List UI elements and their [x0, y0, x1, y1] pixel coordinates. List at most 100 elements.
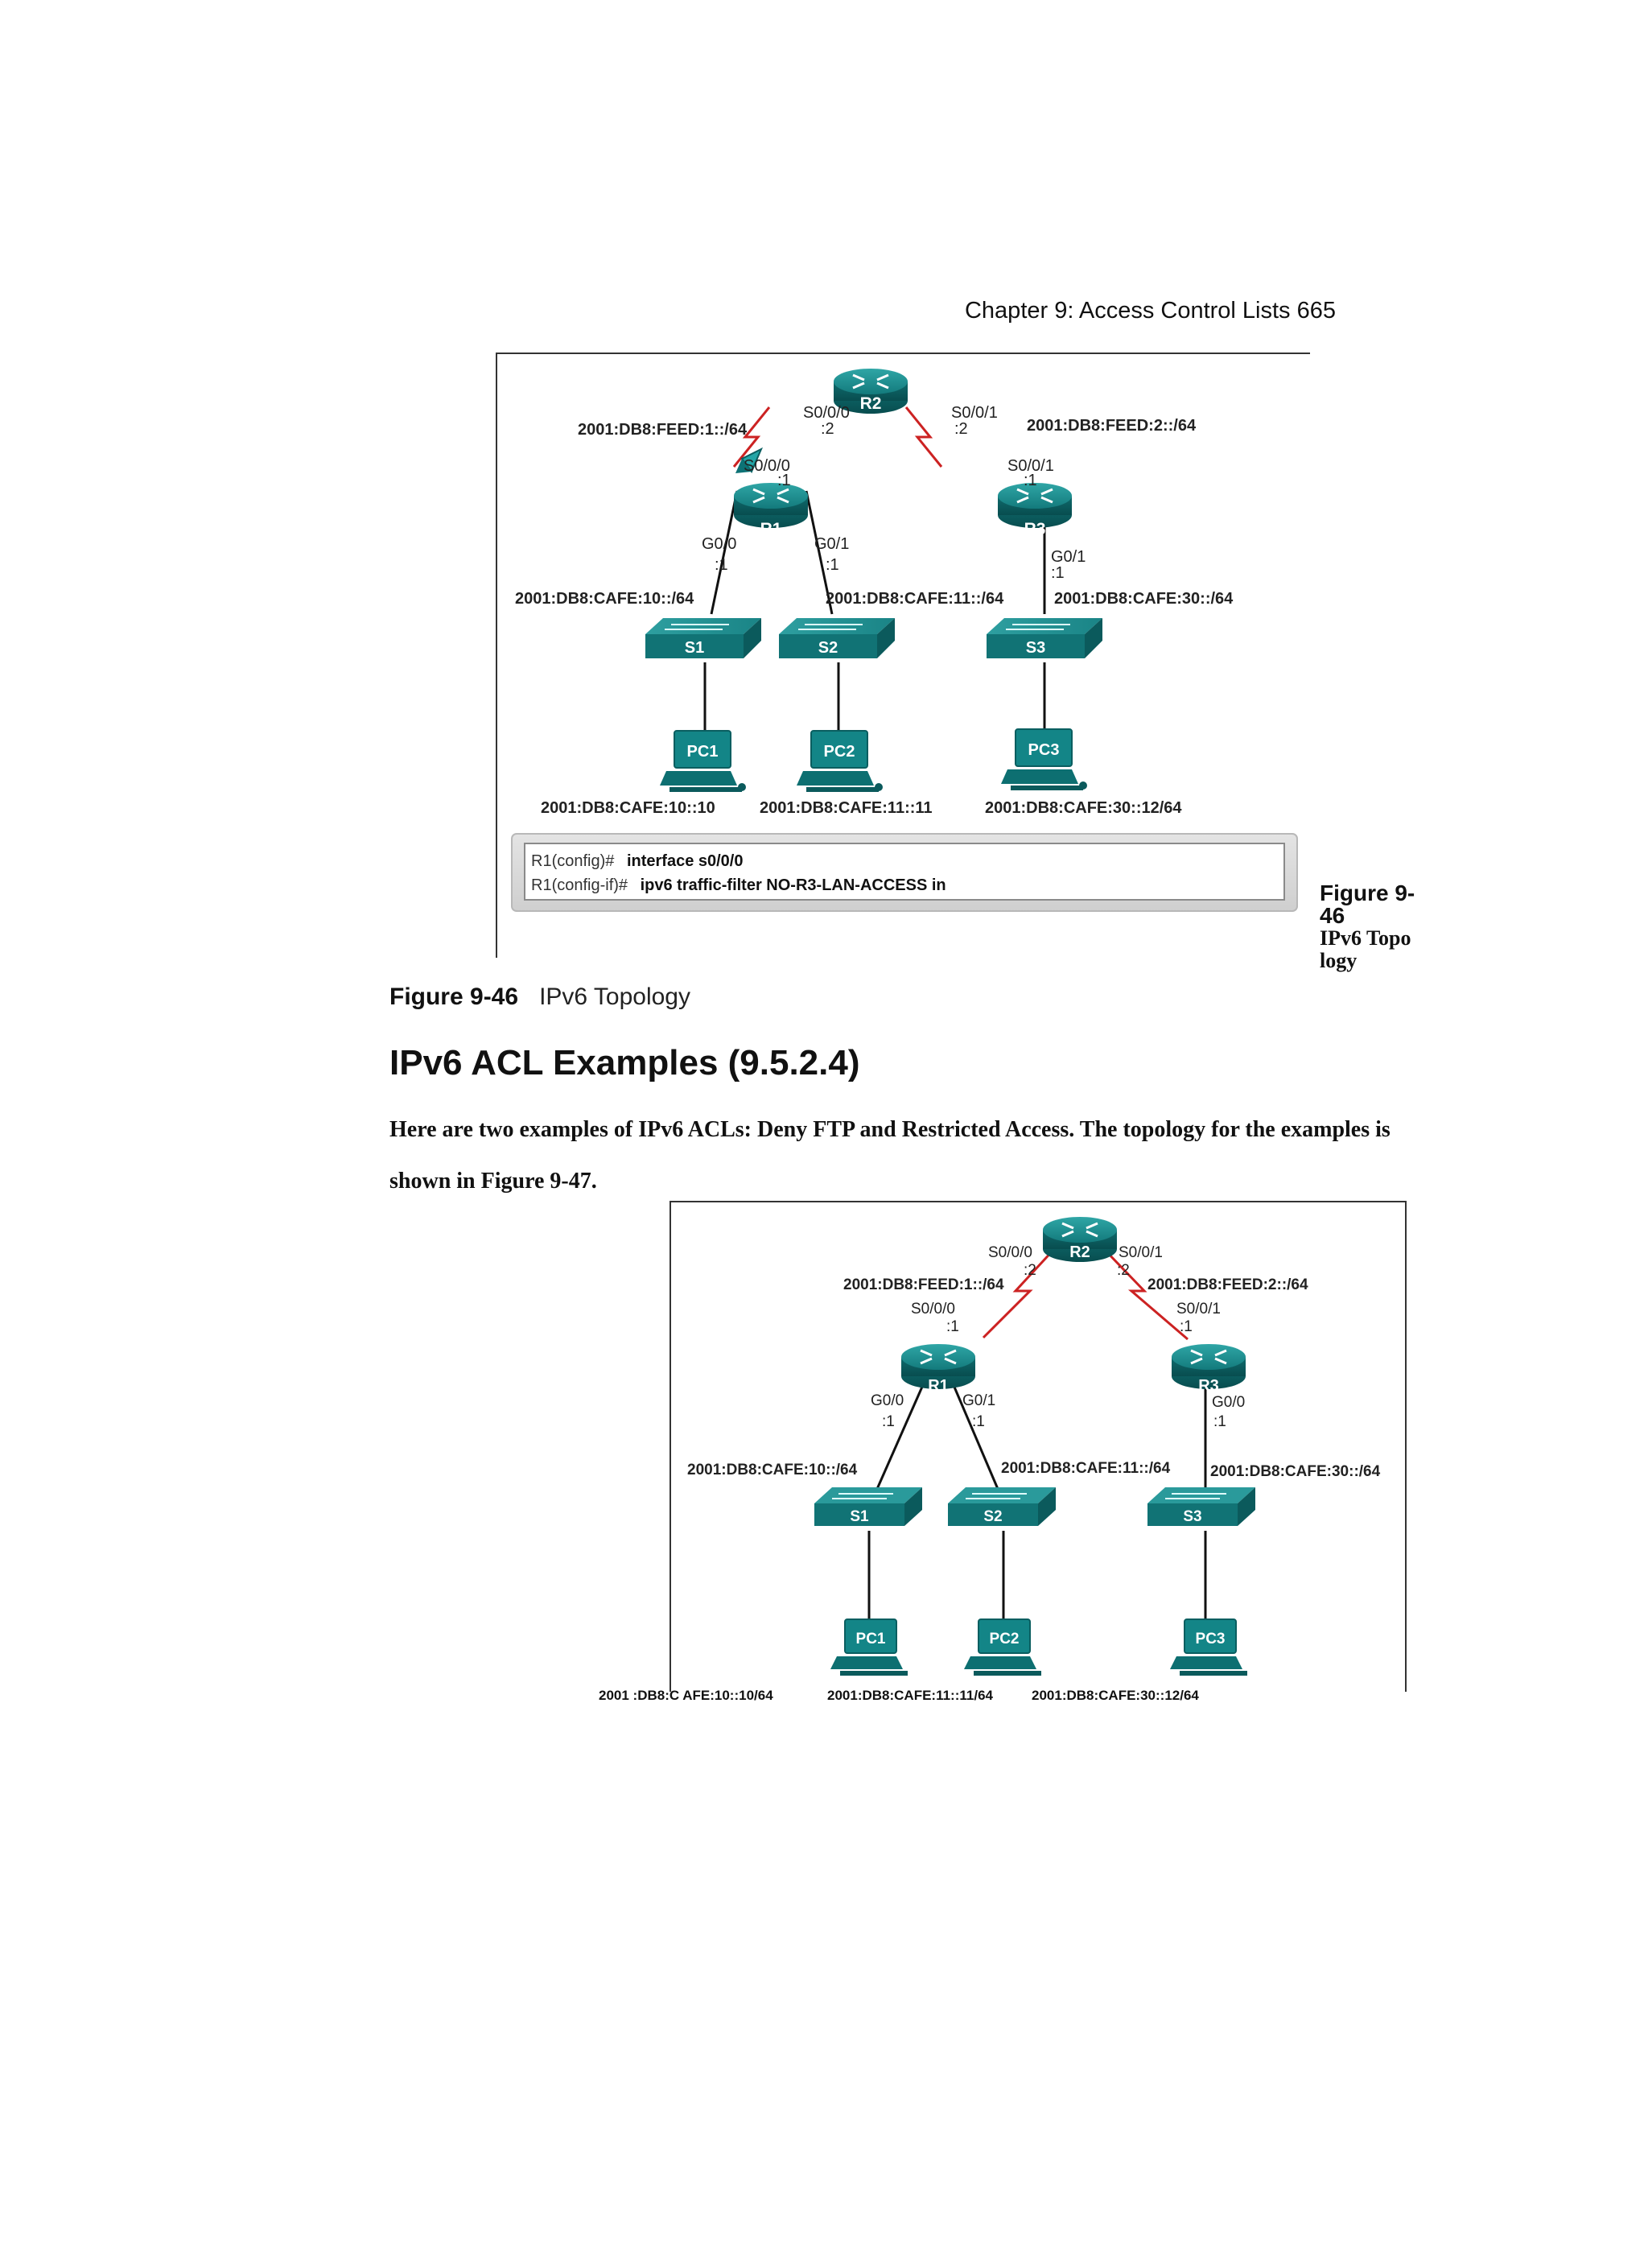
fig2-r2-label: R2	[1069, 1243, 1090, 1261]
figure-caption-number: Figure 9-46	[389, 983, 519, 1010]
fig2-pc3-label: PC3	[1196, 1631, 1226, 1647]
r3-label: R3	[1024, 520, 1046, 538]
switch-s1-icon	[645, 618, 761, 658]
link-r1-s1	[710, 490, 739, 615]
r1-g01-host: :1	[826, 556, 839, 574]
fig2-switch-s1-icon	[814, 1487, 922, 1526]
s1-label: S1	[685, 639, 704, 657]
fig2-r1-g00-label: G0/0	[871, 1392, 904, 1409]
pc2-label: PC2	[824, 743, 855, 761]
fig2-r1-g01-host: :1	[972, 1413, 985, 1430]
r3-s001-label: S0/0/1	[1007, 457, 1054, 475]
fig2-router-r1-icon	[901, 1344, 975, 1389]
side-caption-label: Figure 9-46	[1320, 880, 1415, 928]
r1-g00-host: :1	[715, 556, 728, 574]
r3-s001-host: :1	[1024, 472, 1037, 489]
fig2-r3-label: R3	[1198, 1377, 1219, 1395]
fig2-feed2-label: 2001:DB8:FEED:2::/64	[1147, 1276, 1308, 1293]
fig2-r2-s001-label: S0/0/1	[1119, 1244, 1163, 1261]
fig2-s1-label: S1	[850, 1508, 869, 1525]
fig2-s2-label: S2	[983, 1508, 1002, 1525]
fig2-r1-s000-label: S0/0/0	[911, 1301, 955, 1318]
serial-link-r1-r2	[732, 406, 771, 468]
r1-g00-label: G0/0	[702, 535, 736, 553]
router-r2-icon	[834, 369, 908, 414]
fig2-lan11-label: 2001:DB8:CAFE:11::/64	[1001, 1460, 1171, 1477]
s2-label: S2	[818, 639, 838, 657]
feed1-label: 2001:DB8:FEED:1::/64	[578, 421, 748, 439]
r1-label: R1	[760, 520, 782, 538]
r2-label: R2	[860, 394, 882, 413]
cli-command-2: ipv6 traffic-filter NO-R3-LAN-ACCESS in	[641, 876, 946, 894]
fig2-r3-g00-label: G0/0	[1212, 1394, 1245, 1411]
svg-text:R1(config-if)# ipv6 traf: R1(config-if)# ipv6 traffic-filter NO-R3…	[531, 876, 946, 894]
fig2-pc2-icon	[964, 1619, 1041, 1676]
fig2-r1-s000-host: :1	[946, 1318, 959, 1335]
pc3-icon	[1001, 728, 1087, 790]
fig2-r1-label: R1	[928, 1377, 949, 1395]
cli-prompt-1: R1(config)#	[531, 852, 615, 870]
fig2-r3-s001-host: :1	[1180, 1318, 1193, 1335]
r1-g01-label: G0/1	[814, 535, 849, 553]
pc3-address: 2001:DB8:CAFE:30::12/64	[985, 799, 1182, 817]
fig2-r2-s001-host: :2	[1117, 1262, 1130, 1279]
cli-command-1: interface s0/0/0	[627, 852, 744, 870]
switch-s2-icon	[779, 618, 895, 658]
fig2-r3-g00-host: :1	[1213, 1413, 1226, 1430]
pc1-icon	[660, 730, 746, 792]
lan11-label: 2001:DB8:CAFE:11::/64	[826, 590, 1004, 608]
cli-prompt-2: R1(config-if)#	[531, 876, 628, 894]
svg-text:R1(config)# interface s0: R1(config)# interface s0/0/0	[531, 852, 743, 870]
pc2-icon	[797, 730, 883, 792]
r3-g01-host: :1	[1051, 564, 1065, 582]
lan10-label: 2001:DB8:CAFE:10::/64	[515, 590, 694, 608]
fig2-r2-s000-label: S0/0/0	[988, 1244, 1032, 1261]
acl-filter-icon	[735, 447, 763, 473]
fig2-r2-s000-host: :2	[1024, 1262, 1036, 1279]
s3-label: S3	[1026, 639, 1045, 657]
cli-code-box: R1(config)# interface s0/0/0 R1(config-i…	[511, 833, 1298, 912]
fig2-r3-s001-label: S0/0/1	[1176, 1301, 1221, 1318]
feed2-label: 2001:DB8:FEED:2::/64	[1027, 417, 1197, 435]
fig2-pc3-address: 2001:DB8:CAFE:30::12/64	[1032, 1688, 1199, 1703]
fig2-link-r1-s1	[876, 1379, 927, 1490]
router-r1-icon	[734, 483, 808, 528]
fig2-pc1-address: 2001 :DB8:C AFE:10::10/64	[599, 1688, 773, 1703]
fig2-pc2-label: PC2	[990, 1631, 1020, 1647]
section-heading: IPv6 ACL Examples (9.5.2.4)	[389, 1043, 860, 1082]
running-head: Chapter 9: Access Control Lists 665	[964, 298, 1336, 324]
pc1-address: 2001:DB8:CAFE:10::10	[541, 799, 715, 817]
fig2-link-r1-s2	[950, 1379, 999, 1490]
fig2-feed1-label: 2001:DB8:FEED:1::/64	[843, 1276, 1004, 1293]
link-r1-s2	[805, 490, 834, 615]
fig2-pc1-label: PC1	[856, 1631, 886, 1647]
fig2-lan10-label: 2001:DB8:CAFE:10::/64	[687, 1462, 858, 1478]
fig2-lan30-label: 2001:DB8:CAFE:30::/64	[1210, 1463, 1381, 1480]
pc2-address: 2001:DB8:CAFE:11::11	[760, 799, 933, 817]
fig2-pc3-icon	[1170, 1619, 1247, 1676]
fig2-s3-label: S3	[1183, 1508, 1201, 1525]
switch-s3-icon	[987, 618, 1102, 658]
figure-caption-title: IPv6 Topology	[539, 983, 690, 1010]
fig2-router-r2-icon	[1043, 1217, 1117, 1262]
fig2-pc1-icon	[830, 1619, 908, 1676]
fig2-serial-link-r2-r3	[1102, 1247, 1189, 1341]
pc3-label: PC3	[1028, 741, 1060, 759]
r1-s000-host: :1	[777, 472, 791, 489]
figure-9-47-topology: R2 R1 R3 S1 S2 S3 PC1	[670, 1201, 1407, 1692]
pc1-label: PC1	[687, 743, 719, 761]
r2-s001-label: S0/0/1	[951, 404, 998, 422]
body-paragraph: Here are two examples of IPv6 ACLs: Deny…	[389, 1117, 1390, 1194]
fig2-pc2-address: 2001:DB8:CAFE:11::11/64	[827, 1688, 993, 1703]
side-caption-title: IPv6 Topology	[1320, 926, 1411, 972]
figure-9-46-topology: R2 R1 R3 S1 S2 S3	[496, 353, 1310, 958]
fig2-router-r3-icon	[1172, 1344, 1246, 1389]
fig2-switch-s2-icon	[948, 1487, 1056, 1526]
r2-s001-host: :2	[954, 420, 968, 438]
fig2-switch-s3-icon	[1147, 1487, 1255, 1526]
r2-s000-label: S0/0/0	[803, 404, 850, 422]
r3-g01-label: G0/1	[1051, 548, 1086, 566]
r2-s000-host: :2	[821, 420, 834, 438]
figure-caption: Figure 9-46 IPv6 Topology	[389, 983, 690, 1011]
lan30-label: 2001:DB8:CAFE:30::/64	[1054, 590, 1234, 608]
